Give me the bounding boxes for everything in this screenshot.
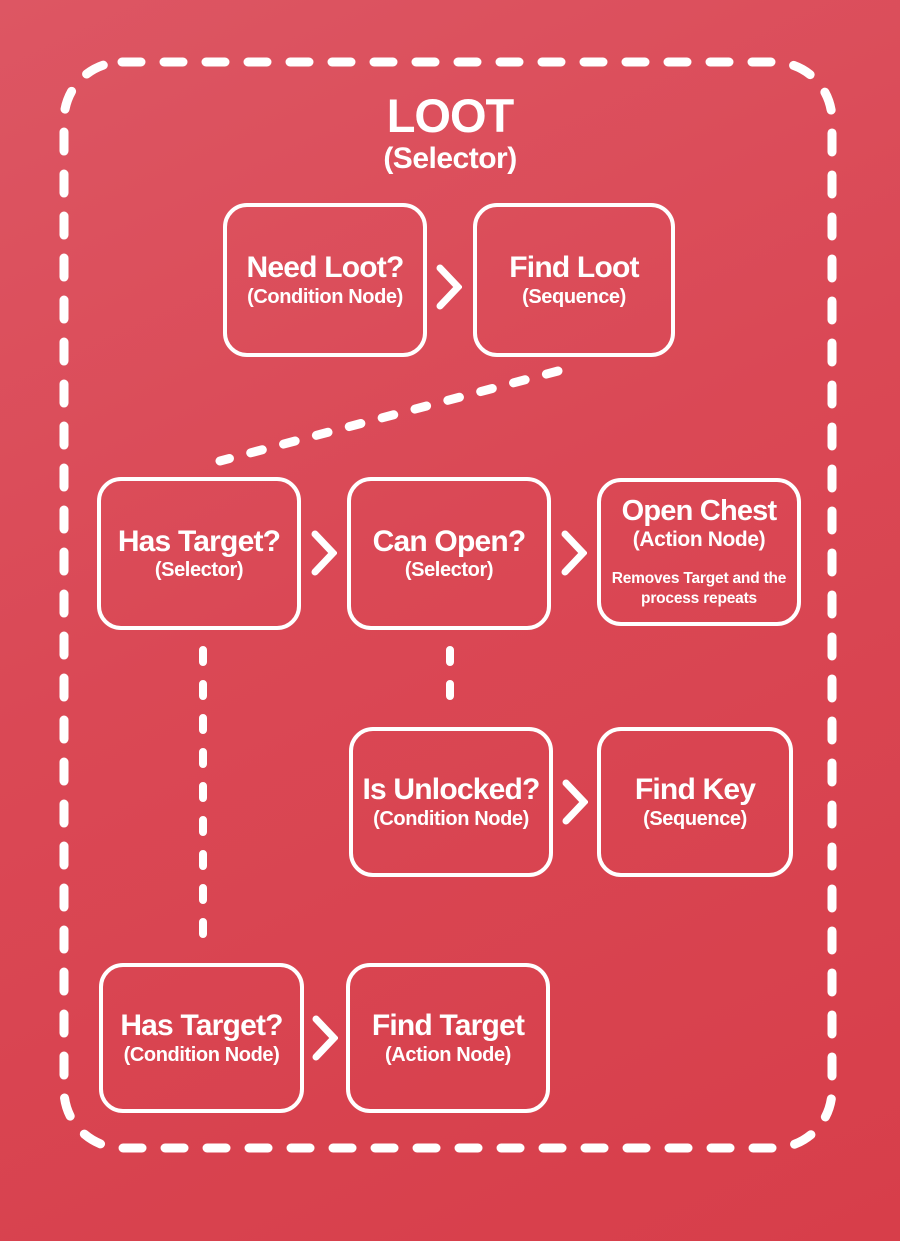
node-title: Need Loot? (246, 251, 405, 285)
tree-root-title: LOOT (Selector) (0, 92, 900, 174)
node-has-target-condition: Has Target? (Condition Node) (99, 963, 304, 1113)
node-title: Has Target? (120, 1009, 283, 1043)
chevron-right-icon (311, 529, 337, 577)
connector-find-loot-to-has-target (215, 366, 563, 466)
node-subtitle: (Selector) (404, 559, 494, 582)
node-title: Has Target? (117, 524, 281, 558)
node-subtitle: (Condition Node) (373, 807, 529, 830)
node-need-loot: Need Loot? (Condition Node) (223, 203, 427, 357)
node-subtitle: (Action Node) (385, 1043, 511, 1066)
node-open-chest: Open Chest (Action Node) Removes Target … (597, 478, 801, 626)
chevron-right-icon (312, 1014, 338, 1062)
node-title: Open Chest (621, 494, 778, 527)
node-title: Find Key (634, 773, 756, 807)
node-subtitle: (Action Node) (632, 528, 766, 552)
node-title: Find Target (371, 1009, 525, 1043)
node-title: Is Unlocked? (362, 773, 540, 807)
root-subtitle-label: (Selector) (383, 142, 517, 175)
node-subtitle: (Sequence) (522, 285, 626, 308)
node-description: Removes Target and the process repeats (611, 570, 787, 607)
node-title: Can Open? (372, 524, 527, 558)
node-find-loot: Find Loot (Sequence) (473, 203, 675, 357)
chevron-right-icon (562, 778, 588, 826)
node-find-target: Find Target (Action Node) (346, 963, 550, 1113)
node-subtitle: (Condition Node) (123, 1043, 280, 1066)
node-is-unlocked: Is Unlocked? (Condition Node) (349, 727, 553, 877)
node-subtitle: (Condition Node) (247, 285, 403, 308)
node-title: Find Loot (509, 251, 639, 285)
node-has-target: Has Target? (Selector) (97, 477, 301, 630)
outer-dashed-border (59, 57, 837, 1153)
chevron-right-icon (561, 529, 587, 577)
node-subtitle: (Selector) (154, 559, 244, 582)
node-can-open: Can Open? (Selector) (347, 477, 551, 630)
node-subtitle: (Sequence) (643, 807, 747, 830)
node-find-key: Find Key (Sequence) (597, 727, 793, 877)
chevron-right-icon (436, 263, 462, 311)
root-title-label: LOOT (386, 89, 515, 142)
